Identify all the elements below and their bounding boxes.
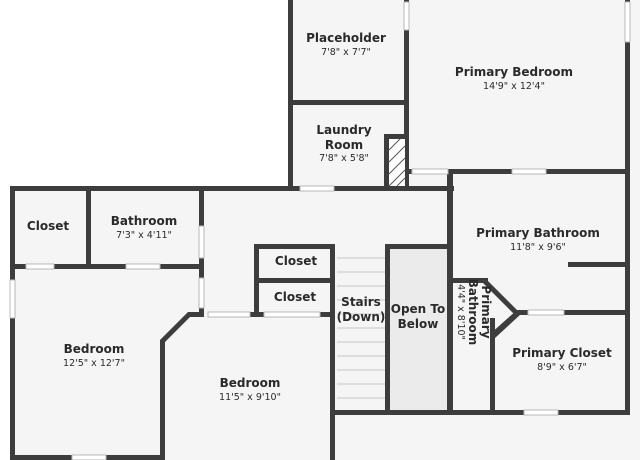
wall bbox=[288, 100, 409, 105]
room-labels: Placeholder 7'8" x 7'7" Primary Bedroom … bbox=[27, 31, 612, 403]
wall bbox=[385, 244, 451, 249]
wall bbox=[254, 244, 335, 249]
window bbox=[411, 168, 449, 175]
wall bbox=[385, 244, 390, 415]
wall bbox=[384, 134, 389, 190]
window bbox=[125, 263, 161, 270]
wall bbox=[199, 186, 204, 226]
room-dim-primary-bathroom: 11'8" x 9'6" bbox=[510, 242, 566, 253]
window bbox=[198, 225, 205, 259]
room-name-stairs-line2: (Down) bbox=[337, 310, 386, 324]
window bbox=[299, 185, 335, 192]
room-name-primary-closet: Primary Closet bbox=[512, 346, 612, 360]
wall bbox=[10, 186, 15, 460]
room-dim-bathroom: 7'3" x 4'11" bbox=[116, 230, 172, 241]
room-dim-placeholder: 7'8" x 7'7" bbox=[321, 47, 371, 58]
windows bbox=[9, 1, 631, 460]
stair-treads bbox=[337, 257, 385, 399]
room-name-primary-bathroom-small-line2: Bathroom bbox=[466, 279, 480, 345]
wall bbox=[384, 134, 405, 139]
room-name-bathroom: Bathroom bbox=[111, 214, 177, 228]
room-name-bedroom-center: Bedroom bbox=[220, 376, 281, 390]
wall bbox=[160, 340, 165, 460]
window bbox=[523, 409, 559, 416]
window bbox=[263, 311, 321, 318]
wall bbox=[160, 312, 204, 342]
wall bbox=[517, 310, 630, 315]
room-name-closet-mid-1: Closet bbox=[275, 254, 317, 268]
wall bbox=[568, 262, 630, 267]
vent-hatch bbox=[388, 138, 406, 187]
wall bbox=[10, 186, 293, 191]
room-dim-laundry: 7'8" x 5'8" bbox=[319, 153, 369, 164]
wall bbox=[288, 0, 293, 190]
window bbox=[624, 1, 631, 43]
room-dim-bedroom-center: 11'5" x 9'10" bbox=[219, 392, 281, 403]
wall bbox=[482, 278, 517, 314]
room-dim-primary-closet: 8'9" x 6'7" bbox=[537, 362, 587, 373]
vertical-label-primary-bathroom: Primary Bathroom 4'4" x 8'10" bbox=[455, 279, 493, 345]
wall bbox=[288, 186, 454, 191]
wall bbox=[330, 410, 630, 415]
window bbox=[403, 1, 410, 31]
room-name-closet-left: Closet bbox=[27, 219, 69, 233]
wall bbox=[625, 0, 630, 415]
window bbox=[25, 263, 55, 270]
open-to-below-area bbox=[390, 249, 447, 411]
room-name-closet-mid-2: Closet bbox=[274, 290, 316, 304]
wall bbox=[10, 264, 204, 269]
window bbox=[71, 454, 107, 460]
room-dim-primary-bedroom: 14'9" x 12'4" bbox=[483, 81, 545, 92]
window bbox=[9, 279, 16, 319]
room-name-laundry-line1: Laundry bbox=[316, 123, 371, 137]
room-name-open-below-line2: Below bbox=[398, 317, 439, 331]
room-name-stairs-line1: Stairs bbox=[341, 295, 381, 309]
room-name-open-below-line1: Open To bbox=[391, 302, 446, 316]
wall bbox=[490, 310, 521, 338]
wall bbox=[453, 278, 488, 283]
room-name-bedroom-left: Bedroom bbox=[64, 342, 125, 356]
room-dim-bedroom-left: 12'5" x 12'7" bbox=[63, 358, 125, 369]
wall bbox=[490, 318, 495, 415]
wall bbox=[330, 244, 335, 460]
wall bbox=[447, 170, 453, 415]
room-name-laundry-line2: Room bbox=[325, 138, 363, 152]
window bbox=[527, 309, 565, 316]
room-name-primary-bathroom: Primary Bathroom bbox=[476, 226, 600, 240]
room-dim-primary-bathroom-small: 4'4" x 8'10" bbox=[455, 284, 466, 340]
window bbox=[198, 277, 205, 309]
room-name-primary-bedroom: Primary Bedroom bbox=[455, 65, 573, 79]
room-name-primary-bathroom-small-line1: Primary bbox=[479, 285, 493, 338]
window bbox=[511, 168, 547, 175]
wall bbox=[254, 278, 335, 283]
room-name-placeholder: Placeholder bbox=[306, 31, 386, 45]
wall bbox=[86, 186, 91, 269]
floor-upper-wing bbox=[288, 0, 640, 190]
window bbox=[207, 311, 251, 318]
wall bbox=[404, 0, 409, 190]
